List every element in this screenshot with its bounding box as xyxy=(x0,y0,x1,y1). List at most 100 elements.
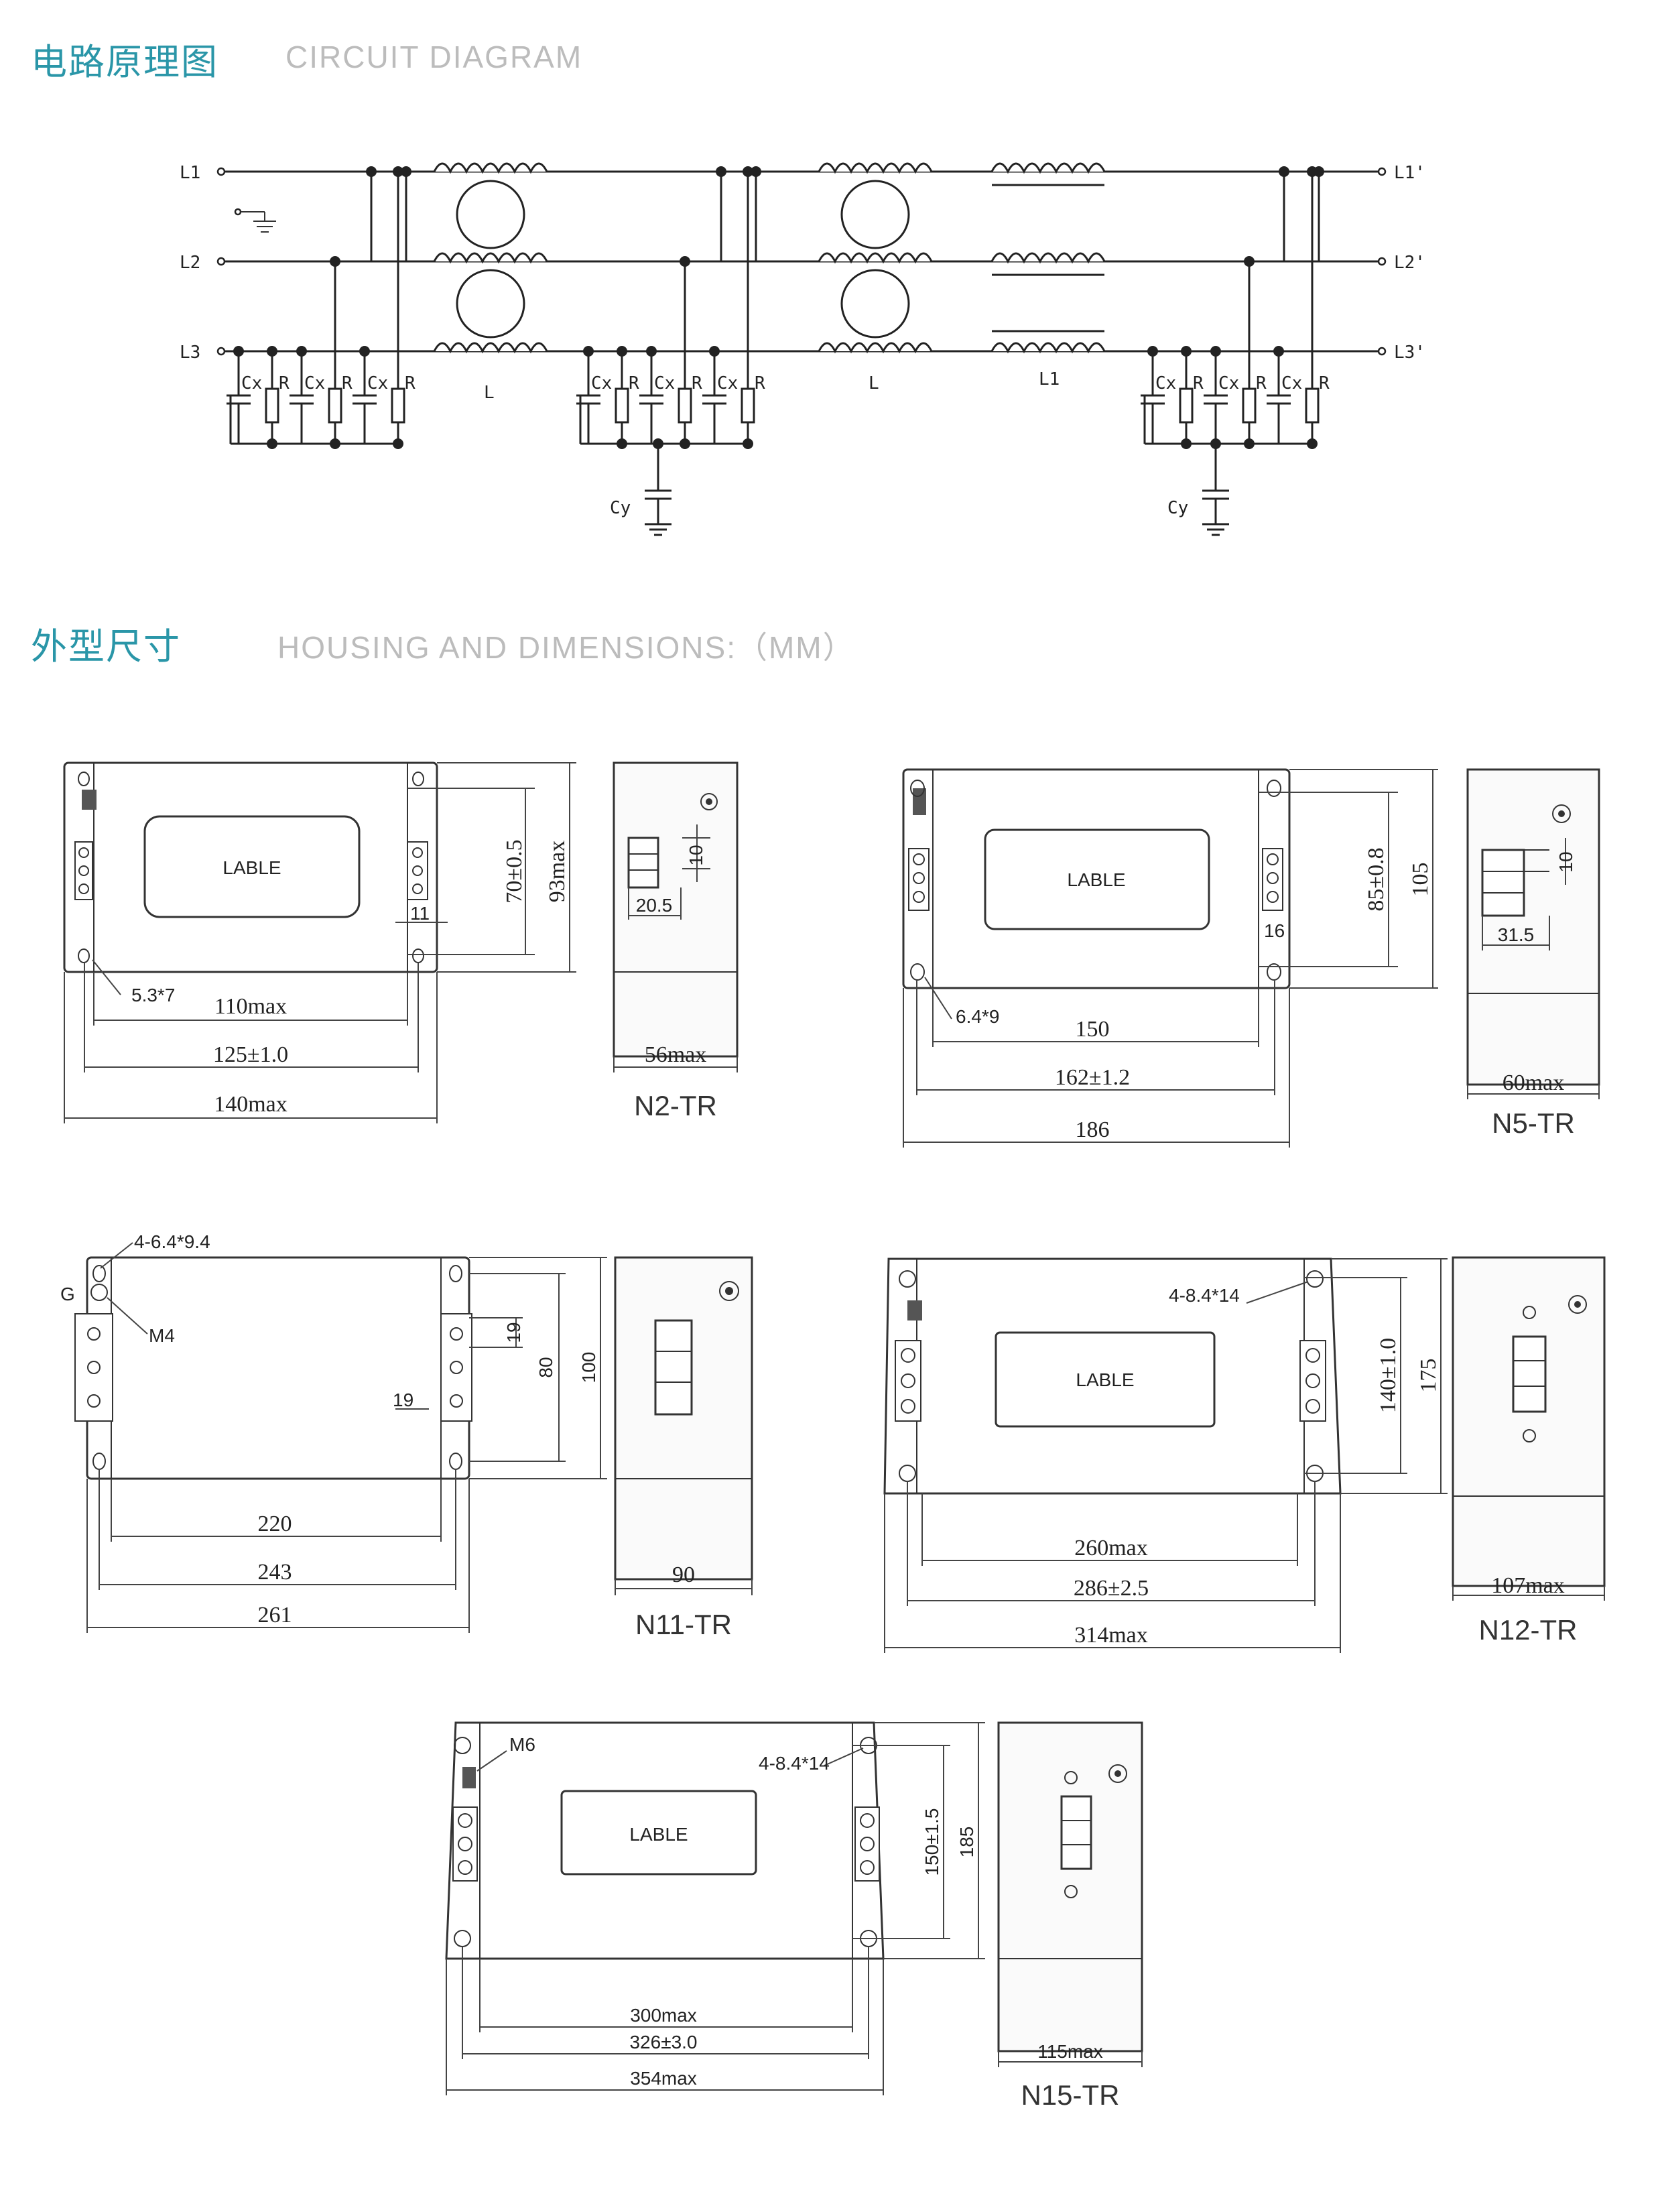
n12-label-plate xyxy=(995,1331,1216,1428)
r-label: R xyxy=(405,373,416,393)
junction-dot xyxy=(296,346,307,357)
n2-model-label: N2-TR xyxy=(634,1090,717,1121)
ground-icon xyxy=(241,211,276,233)
n15-dim-354: 354max xyxy=(630,2068,697,2089)
n11-dim-g: G xyxy=(60,1284,75,1304)
junction-dot xyxy=(330,256,340,267)
n5-dim-150: 150 xyxy=(1076,1017,1110,1042)
n5-dim-hole: 6.4*9 xyxy=(956,1006,999,1027)
n12-label-text: LABLE xyxy=(1076,1369,1134,1390)
junction-dot xyxy=(743,166,753,177)
n2-right-terminal-block xyxy=(407,841,428,900)
housing-drawings: LABLE 5.3*7 110max 125±1.0 xyxy=(60,761,1606,2111)
n15-dim-150: 150±1.5 xyxy=(921,1808,942,1876)
junction-dot xyxy=(1314,166,1324,177)
choke-label-2: L xyxy=(869,373,879,393)
circuit-section-heading: 电路原理图 CIRCUIT DIAGRAM xyxy=(0,32,1662,93)
r-label: R xyxy=(1193,373,1204,393)
input-label-l1: L1 xyxy=(180,163,200,183)
input-label-l2: L2 xyxy=(180,253,200,273)
cx-label: Cx xyxy=(1218,373,1239,393)
junction-dot xyxy=(267,346,277,357)
n11-dim-243: 243 xyxy=(258,1560,292,1585)
differential-inductor: L1 xyxy=(990,162,1106,389)
r-label: R xyxy=(279,373,290,393)
n15-ground-stud-icon xyxy=(462,1767,476,1788)
n12-left-terminal-block xyxy=(895,1340,921,1422)
n15-left-terminal-block xyxy=(452,1806,478,1882)
n15-right-terminal-block xyxy=(854,1806,880,1882)
n15-dim-185: 185 xyxy=(956,1827,977,1858)
cx-label: Cx xyxy=(717,373,738,393)
n2-label-text: LABLE xyxy=(222,857,281,878)
circuit-title-en: CIRCUIT DIAGRAM xyxy=(285,40,583,74)
r-label: R xyxy=(629,373,639,393)
resistor-symbol xyxy=(741,387,755,424)
junction-dot xyxy=(401,166,411,177)
junction-dot xyxy=(366,166,377,177)
n2-side-view xyxy=(613,761,739,1058)
n5-side-view xyxy=(1466,768,1600,1086)
drawing-n5-tr: LABLE 6.4*9 150 162±1.2 186 85 xyxy=(902,768,1600,1148)
n15-side-view xyxy=(997,1721,1143,2052)
cx-label: Cx xyxy=(304,373,325,393)
junction-dot xyxy=(617,346,627,357)
n11-model-label: N11-TR xyxy=(635,1609,732,1640)
junction-dot xyxy=(1210,346,1221,357)
common-mode-choke-1: L xyxy=(433,162,548,403)
n12-dim-286: 286±2.5 xyxy=(1074,1576,1149,1601)
n5-model-label: N5-TR xyxy=(1492,1107,1575,1139)
n5-label-plate xyxy=(984,828,1210,930)
resistor-symbol xyxy=(265,387,279,424)
n5-dim-31-5: 31.5 xyxy=(1498,924,1535,945)
cy-label: Cy xyxy=(610,498,631,518)
n2-dim-125: 125±1.0 xyxy=(213,1042,288,1067)
junction-dot xyxy=(653,438,663,449)
cx-label: Cx xyxy=(591,373,612,393)
cy-label: Cy xyxy=(1167,498,1188,518)
output-label-l1: L1' xyxy=(1394,163,1425,183)
junction-dot xyxy=(680,256,690,267)
resistor-symbol xyxy=(1179,387,1194,424)
n5-dim-105: 105 xyxy=(1408,863,1433,897)
n5-dim-85: 85±0.8 xyxy=(1364,847,1389,911)
circuit-title-cn: 电路原理图 xyxy=(31,41,218,83)
n5-left-terminal-block xyxy=(908,848,930,911)
n11-front-body xyxy=(86,1256,470,1480)
n15-dim-m6: M6 xyxy=(509,1734,535,1755)
n2-dim-93: 93max xyxy=(545,841,570,903)
cx-label: Cx xyxy=(1281,373,1302,393)
n11-dim-m4: M4 xyxy=(149,1325,175,1346)
n2-left-terminal-block xyxy=(74,841,93,900)
n12-right-terminal-block xyxy=(1299,1340,1326,1422)
resistor-symbol xyxy=(1242,387,1257,424)
n15-dim-326: 326±3.0 xyxy=(629,2032,697,2052)
n2-dim-11: 11 xyxy=(410,903,430,924)
drawing-n15-tr: LABLE M6 4-8.4*14 150±1.5 1 xyxy=(445,1721,1143,2111)
junction-dot xyxy=(1147,346,1158,357)
n11-dim-80: 80 xyxy=(535,1357,556,1377)
junction-dot xyxy=(709,346,720,357)
drawing-n12-tr: LABLE 4-8.4*14 140±1.0 175 260max xyxy=(883,1256,1606,1653)
n15-dim-300: 300max xyxy=(630,2005,697,2026)
n12-dim-107: 107max xyxy=(1491,1573,1565,1598)
n11-ground-stud-icon xyxy=(90,1284,108,1301)
r-label: R xyxy=(1256,373,1267,393)
r-label: R xyxy=(755,373,765,393)
n2-dim-56: 56max xyxy=(645,1042,707,1067)
junction-dot xyxy=(1244,256,1255,267)
n11-dim-220: 220 xyxy=(258,1512,292,1536)
n2-ground-stud-icon xyxy=(82,790,97,810)
cx-label: Cx xyxy=(1155,373,1176,393)
r-label: R xyxy=(692,373,702,393)
common-mode-choke-2: L xyxy=(818,162,933,393)
n2-dim-110: 110max xyxy=(214,994,287,1019)
n5-dim-60: 60max xyxy=(1503,1070,1565,1095)
junction-dot xyxy=(1279,166,1289,177)
n15-model-label: N15-TR xyxy=(1021,2079,1119,2111)
n15-label-plate xyxy=(560,1790,757,1876)
junction-dot xyxy=(646,346,657,357)
circuit-diagram: L1 L2 L3 L1' L2' L3' L L xyxy=(180,162,1425,536)
junction-dot xyxy=(583,346,594,357)
n12-model-label: N12-TR xyxy=(1478,1614,1577,1646)
